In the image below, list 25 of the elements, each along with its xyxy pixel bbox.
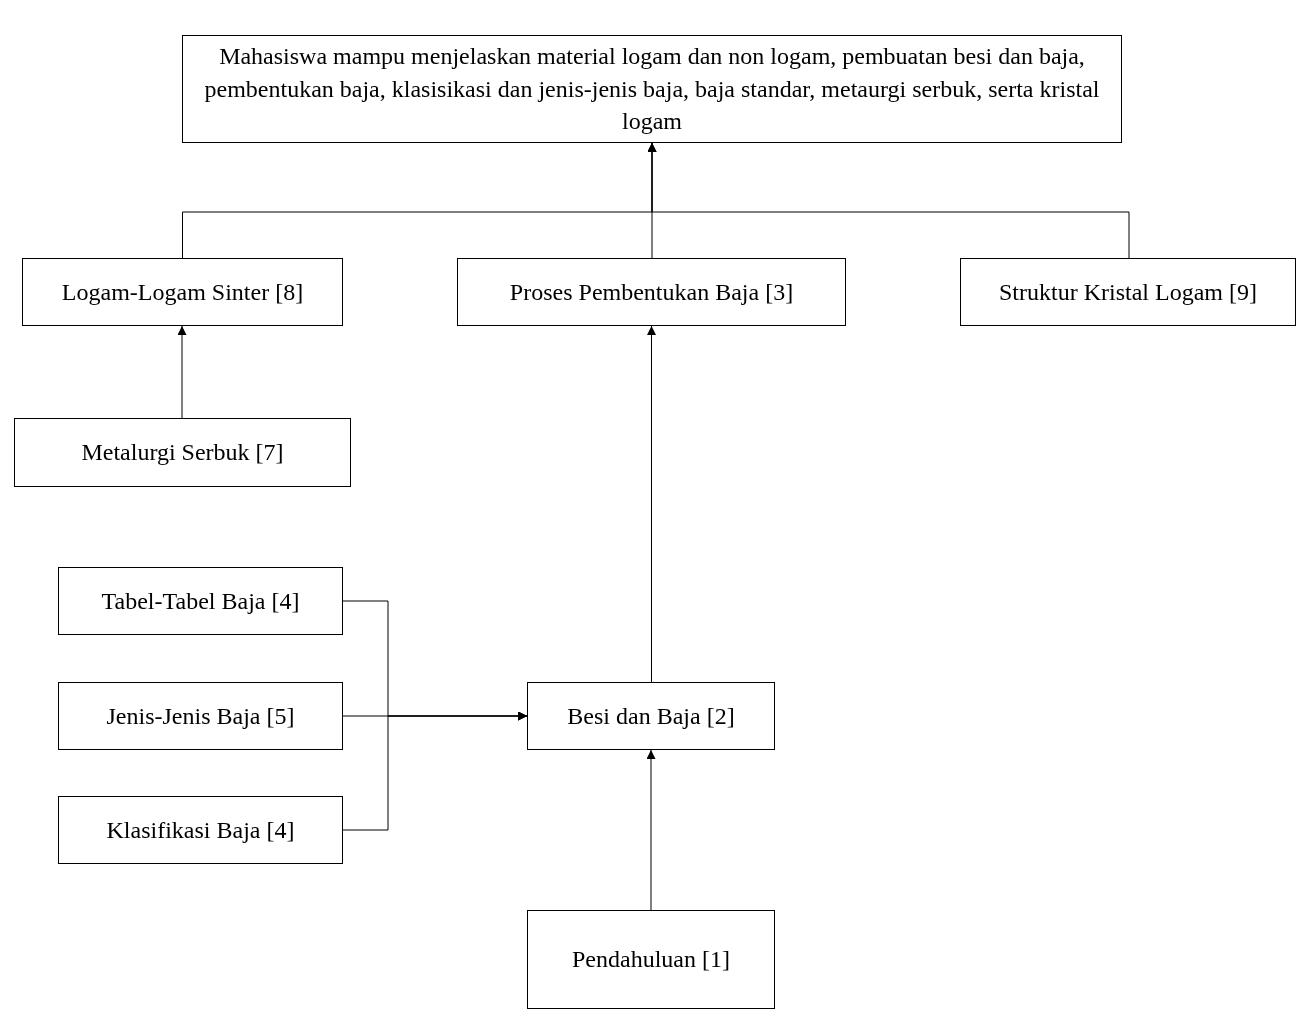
box-text: Tabel-Tabel Baja [4] xyxy=(100,586,301,616)
topic-box xyxy=(58,682,343,750)
box-text: Struktur Kristal Logam [9] xyxy=(998,277,1258,307)
box-text: Metalurgi Serbuk [7] xyxy=(80,438,285,468)
topic-box xyxy=(527,910,775,1009)
box-text: Pendahuluan [1] xyxy=(571,945,731,975)
box-text: Besi dan Baja [2] xyxy=(566,701,736,731)
topic-box xyxy=(14,418,351,487)
box-text: Logam-Logam Sinter [8] xyxy=(60,277,305,307)
box-text: Proses Pembentukan Baja [3] xyxy=(508,277,795,307)
arrow xyxy=(177,325,187,419)
box-text: Klasifikasi Baja [4] xyxy=(105,815,296,845)
box-text: Mahasiswa mampu menjelaskan material logam dan non logam, pembuatan besi dan baja, pembentukan baja, klasisikasi dan jenis-jenis baja, baja standar, metaurgi serbuk, serta kristal logam xyxy=(203,42,1101,137)
topic-box xyxy=(527,682,775,750)
goal-box xyxy=(182,35,1122,143)
topic-box xyxy=(22,258,343,326)
topic-box xyxy=(58,567,343,635)
arrow xyxy=(647,142,1130,259)
topic-box xyxy=(457,258,846,326)
arrow xyxy=(647,325,656,683)
topic-box xyxy=(960,258,1296,326)
box-text: Jenis-Jenis Baja [5] xyxy=(105,701,296,731)
arrow xyxy=(646,749,656,911)
arrow xyxy=(342,711,528,831)
topic-box xyxy=(58,796,343,864)
